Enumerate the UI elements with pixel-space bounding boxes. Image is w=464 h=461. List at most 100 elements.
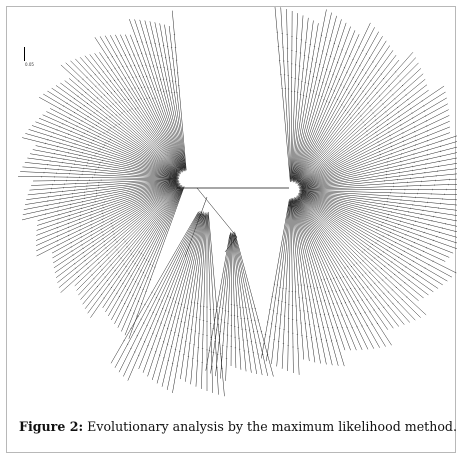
tree-branch-left-tick <box>127 98 130 101</box>
tree-branch-left-tick <box>105 117 108 119</box>
tree-branch-left-tick <box>95 255 97 257</box>
tree-branch-left <box>53 183 181 269</box>
tree-branch-right-tick <box>346 276 348 278</box>
tree-branch-bottom-tick <box>140 338 142 340</box>
tree-branch-right <box>287 201 292 371</box>
tree-branch-left <box>36 181 177 226</box>
tree-branch-right <box>297 195 424 299</box>
tree-branch-left-tick <box>128 76 130 78</box>
tree-branch-right-tick <box>351 277 354 280</box>
tree-branch-right-tick <box>399 119 402 122</box>
tree-branch-right-tick <box>325 100 328 102</box>
tree-branch-bottom-right <box>234 234 263 376</box>
tree-branch-left <box>37 180 180 221</box>
tree-branch-left-tick <box>57 235 58 237</box>
tree-branch-right-tick <box>372 112 374 114</box>
tree-branch-right-tick <box>369 271 371 274</box>
tree-branch-left <box>110 35 184 172</box>
tree-branch-left-tick <box>102 237 104 240</box>
tree-branch-right-tick <box>358 112 360 115</box>
tree-branch-right-tick <box>375 242 377 244</box>
tree-branch-left-tick <box>118 101 121 103</box>
tree-branch-right-tick <box>369 311 371 313</box>
tree-branch-left-tick <box>90 75 92 77</box>
tree-branch-right-tick <box>397 301 399 303</box>
tree-branch-right-tick <box>359 65 361 67</box>
tree-branch-right-tick <box>376 322 379 324</box>
tree-branch-right-tick <box>424 267 426 269</box>
tree-branch-right-tick <box>425 115 427 117</box>
tree-branch-left-tick <box>83 105 85 107</box>
tree-branch-right-tick <box>339 277 342 279</box>
tree-branch-right-tick <box>400 284 402 286</box>
tree-branch-left-tick <box>111 56 114 58</box>
tree-branch-right-tick <box>391 289 394 291</box>
tree-branch-bottom <box>110 212 199 364</box>
tree-branch-right-tick <box>407 248 409 250</box>
tree-branch-left-tick <box>112 230 114 233</box>
tree-branch-right <box>294 196 375 349</box>
tree-branch-right-tick <box>370 109 372 111</box>
tree-branch-right-tick <box>374 282 376 284</box>
tree-branch-left-tick <box>151 98 154 100</box>
tree-branch-bottom-right <box>210 233 231 374</box>
tree-branch-left-tick <box>93 112 95 114</box>
tree-branch-right-tick <box>374 296 377 298</box>
tree-branch-left <box>27 179 179 196</box>
tree-branch-left-tick <box>68 117 70 120</box>
tree-branch-left-tick <box>130 275 133 277</box>
tree-branch-left <box>128 186 185 339</box>
tree-branch-right-tick <box>369 246 371 248</box>
tree-branch-right-tick <box>358 46 360 48</box>
tree-branch-right-tick <box>402 136 404 139</box>
tree-branch-left <box>29 153 178 178</box>
tree-branch-right <box>293 201 333 366</box>
tree-branch-bottom-tick <box>161 300 163 302</box>
tree-branch-right-tick <box>341 314 343 316</box>
tree-branch-right-tick <box>376 138 378 140</box>
figure-caption-text: Evolutionary analysis by the maximum lik… <box>87 419 457 434</box>
tree-branch-left-tick <box>108 283 110 285</box>
tree-branch-left-tick <box>68 238 70 241</box>
tree-branch-left-tick <box>127 110 129 112</box>
tree-branch-left-tick <box>100 228 102 231</box>
tree-branch-left <box>82 186 182 305</box>
tree-branch-right <box>291 198 300 375</box>
tree-branch-left <box>134 19 185 171</box>
tree-branch-left <box>75 58 180 171</box>
tree-branch-left-tick <box>132 294 134 296</box>
tree-branch-right-tick <box>344 302 347 304</box>
tree-branch-bottom <box>138 213 201 370</box>
tree-branch-right <box>298 196 419 301</box>
tree-branch-left <box>139 19 185 169</box>
tree-branch-left-tick <box>98 262 100 264</box>
tree-branch-left <box>149 21 186 170</box>
tree-branch-right-tick <box>362 49 364 51</box>
tree-branch-left-tick <box>106 70 109 72</box>
tree-branch-right-tick <box>382 103 384 105</box>
tree-branch-right-tick <box>384 106 386 109</box>
tree-branch-left-tick <box>81 120 83 122</box>
tree-branch-left-tick <box>102 107 105 109</box>
tree-branch-left-tick <box>137 87 140 89</box>
tree-branch-left-tick <box>145 76 148 77</box>
tree-branch-right <box>295 34 360 180</box>
tree-branch-left-tick <box>146 97 148 99</box>
tree-branch-right-tick <box>370 284 372 286</box>
tree-branch-right <box>298 193 453 278</box>
tree-branch-left-tick <box>92 126 94 128</box>
tree-branch-left <box>58 185 180 288</box>
tree-branch-left-tick <box>106 254 108 256</box>
tree-branch-right-tick <box>390 276 392 278</box>
tree-branch-right <box>297 199 392 346</box>
tree-branch-right <box>294 199 351 351</box>
tree-branch-right-tick <box>349 74 351 76</box>
tree-branch-bottom-right <box>215 231 232 377</box>
scale-bar-label: 0.05 <box>25 62 34 67</box>
tree-branch-right <box>292 23 319 179</box>
tree-branch-left <box>94 37 183 173</box>
tree-branch-bottom <box>201 213 207 389</box>
tree-branch-left <box>43 93 180 175</box>
tree-branch-left <box>84 55 181 172</box>
tree-branch-left-tick <box>124 240 126 243</box>
